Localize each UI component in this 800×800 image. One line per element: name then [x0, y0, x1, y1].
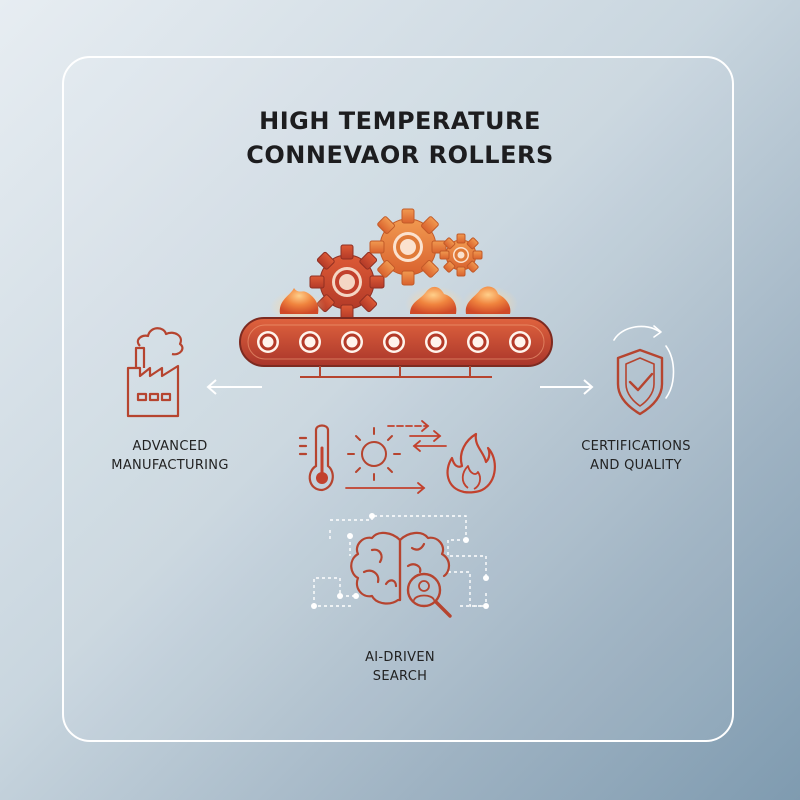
- flame-icon: [270, 286, 518, 323]
- magnifier-icon: [406, 572, 452, 618]
- ai-driven-search-label: AI-DRIVEN SEARCH: [320, 648, 480, 686]
- thermometer-icon: [298, 424, 334, 492]
- arrow-right-icon: [540, 379, 594, 395]
- gears-icon: [309, 208, 483, 320]
- belt-rollers: [257, 331, 531, 353]
- factory-icon: [126, 327, 184, 418]
- shield-check-icon: [613, 325, 675, 416]
- advanced-label-line-2: MANUFACTURING: [111, 458, 229, 473]
- cert-label-line-2: AND QUALITY: [590, 458, 682, 473]
- arrow-left-icon: [206, 379, 262, 395]
- conveyor-belt-icon: [239, 317, 553, 378]
- heat-flow-arrows: [345, 420, 447, 494]
- title-line-1: HIGH TEMPERATURE: [259, 107, 541, 135]
- title-line-2: CONNEVAOR ROLLERS: [246, 141, 554, 169]
- sun-icon: [347, 427, 401, 481]
- fire-icon: [446, 432, 496, 494]
- ai-label-line-2: SEARCH: [372, 669, 428, 684]
- circuit-nodes: [311, 513, 489, 609]
- certifications-quality-label: CERTIFICATIONS AND QUALITY: [556, 437, 716, 475]
- cert-label-line-1: CERTIFICATIONS: [581, 439, 691, 454]
- ai-label-line-1: AI-DRIVEN: [365, 650, 435, 665]
- brain-icon: [350, 531, 451, 605]
- advanced-manufacturing-label: ADVANCED MANUFACTURING: [90, 437, 250, 475]
- advanced-label-line-1: ADVANCED: [132, 439, 208, 454]
